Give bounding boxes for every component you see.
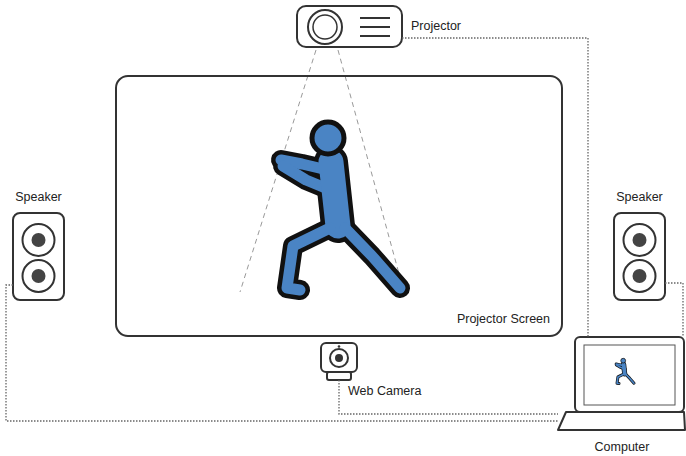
speaker-node: Speaker: [13, 213, 64, 300]
projector-vent: [360, 26, 390, 28]
speaker-cone: [23, 260, 55, 292]
speaker-cone: [624, 260, 656, 292]
speaker-center: [32, 233, 46, 247]
speaker-icon: [614, 213, 665, 300]
projector-vent: [360, 35, 390, 37]
webcam-led: [338, 345, 341, 348]
node-label: Computer: [558, 440, 686, 455]
speaker-cabinet: [13, 213, 64, 300]
webcam-body: [321, 343, 357, 372]
cable-wire: [665, 283, 683, 337]
computer-node: Computer: [558, 337, 686, 432]
projector-node: Projector: [297, 6, 402, 47]
projector-body: [297, 6, 402, 47]
speaker-center: [32, 269, 46, 283]
webcam-icon: [321, 343, 357, 380]
speaker-cone: [624, 224, 656, 256]
projector-icon: [297, 6, 402, 47]
node-label: Speaker: [599, 190, 680, 205]
speaker-icon: [13, 213, 64, 300]
node-label: Projector Screen: [457, 312, 550, 327]
speaker-cone: [23, 224, 55, 256]
laptop-display: [584, 345, 675, 405]
webcam-stand: [327, 372, 351, 380]
cable-wire: [402, 38, 588, 337]
node-label: Projector: [411, 19, 461, 34]
laptop-icon: [558, 337, 685, 430]
node-label: Web Camera: [348, 384, 421, 399]
laptop-screen: [575, 337, 684, 412]
cable-wire: [6, 285, 558, 421]
projector-vent: [360, 17, 390, 19]
projector-lens-inner: [313, 15, 337, 39]
webcam-node: Web Camera: [321, 343, 357, 380]
speaker-center: [633, 233, 647, 247]
webcam-lens: [330, 349, 348, 367]
projector-screen: Projector Screen: [115, 75, 563, 337]
node-label: Speaker: [0, 190, 79, 205]
projected-figure: [281, 122, 400, 290]
laptop-base: [558, 412, 685, 430]
speaker-cabinet: [614, 213, 665, 300]
projector-lens: [308, 10, 342, 44]
speaker-node: Speaker: [614, 213, 665, 300]
laptop-figure: [616, 358, 634, 383]
cable-wire: [339, 380, 558, 414]
webcam-lens-center: [335, 354, 343, 362]
speaker-center: [633, 269, 647, 283]
